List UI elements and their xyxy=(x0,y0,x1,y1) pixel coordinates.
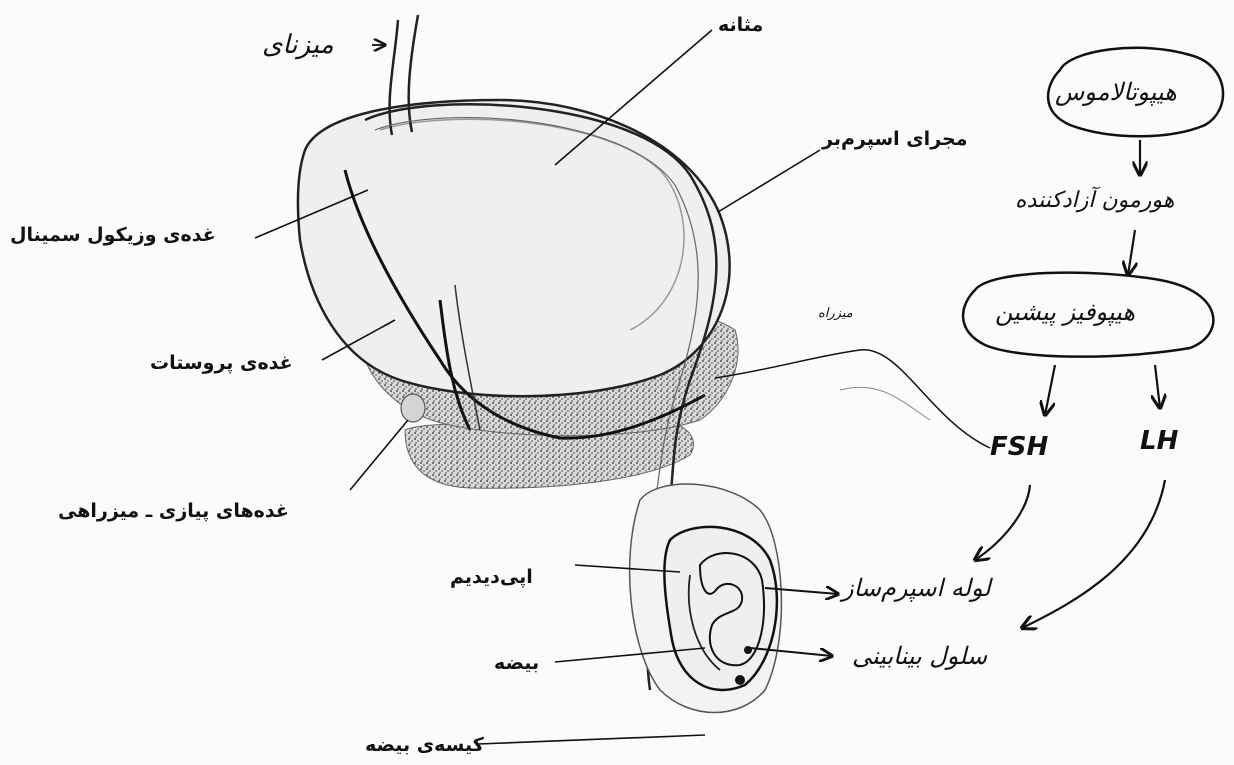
label-lh-target: سلول بینابینی xyxy=(852,642,987,670)
testis-shape xyxy=(664,527,777,690)
label-ureter: میزنای xyxy=(262,30,334,60)
label-seminal-vesicle: غده‌ی وزیکول سمینال xyxy=(10,224,216,246)
label-hypothalamus: هیپوتالاموس xyxy=(1055,78,1177,106)
label-scrotum: کیسه‌ی بیضه xyxy=(365,734,484,756)
label-bladder: مثانه xyxy=(718,14,763,36)
label-pituitary: هیپوفیز پیشین xyxy=(995,298,1135,326)
label-urethra: میزراه xyxy=(818,306,853,321)
label-releasing-hormone: هورمون آزادکننده xyxy=(1015,188,1174,213)
label-testis: بیضه xyxy=(494,652,539,674)
label-vas-deferens: مجرای اسپرم‌بر xyxy=(822,128,967,150)
label-prostate: غده‌ی پروستات xyxy=(150,352,293,374)
bladder-shape xyxy=(298,100,730,396)
label-fsh: FSH xyxy=(990,432,1048,462)
label-epididymis: اپی‌دیدیم xyxy=(450,566,533,588)
label-lh: LH xyxy=(1140,426,1178,456)
label-fsh-target: لوله‌ اسپرم‌ساز xyxy=(842,574,991,602)
label-bulbourethral: غده‌های پیازی ـ میزراهی xyxy=(58,500,289,522)
